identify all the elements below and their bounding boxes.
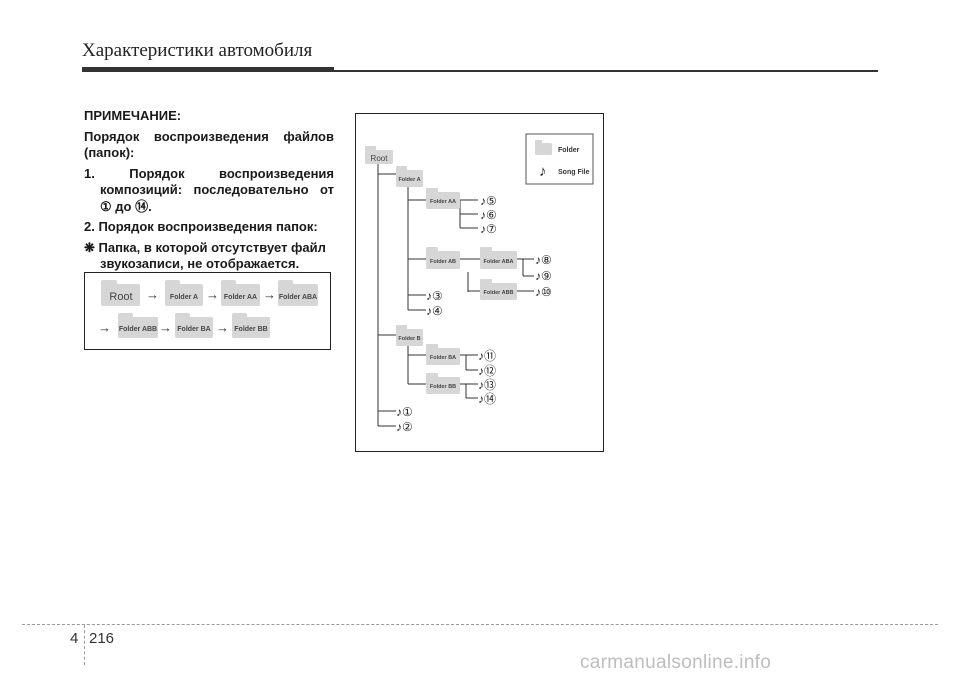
- seq-arrow-6: →: [216, 320, 229, 335]
- seq-folder-aa-label: Folder AA: [224, 294, 257, 301]
- tree-songs: ♪① ♪② ♪③ ♪④ ♪⑤ ♪⑥ ♪⑦ ♪⑧ ♪⑨ ♪⑩ ♪⑪ ♪⑫ ♪⑬ ♪…: [396, 194, 552, 434]
- tree-song-6: ♪⑥: [480, 208, 497, 222]
- seq-arrow-2: →: [206, 287, 219, 302]
- footer-page-number: 216: [89, 630, 115, 647]
- tree-folder-bb-label: Folder BB: [430, 384, 456, 390]
- tree-folder-root: Root: [365, 146, 393, 164]
- note-asterisk-line-b: звукозаписи, не отображается.: [100, 256, 300, 271]
- tree-song-13: ♪⑬: [478, 378, 496, 392]
- folder-sequence-diagram: Root → Folder A → Folder AA → Folder ABA…: [84, 272, 331, 350]
- tree-song-2: ♪②: [396, 420, 413, 434]
- tree-song-8: ♪⑧: [535, 253, 552, 267]
- seq-arrow-5: →: [159, 320, 172, 335]
- tree-song-9: ♪⑨: [535, 269, 552, 283]
- tree-song-4: ♪④: [426, 304, 443, 318]
- header-rule-thick: [82, 67, 334, 72]
- note-item-1-line-b: композиций: последовательно от: [100, 182, 334, 197]
- seq-folder-ba-label: Folder BA: [177, 326, 210, 333]
- tree-song-12: ♪⑫: [478, 364, 496, 378]
- seq-arrow-3: →: [263, 287, 276, 302]
- note-asterisk: ❋ Папка, в которой отсутствует файл звук…: [84, 240, 334, 273]
- watermark-text: carmanualsonline.info: [580, 652, 772, 673]
- tree-folder-ab: Folder AB: [426, 247, 460, 269]
- tree-song-3: ♪③: [426, 289, 443, 303]
- seq-folder-aa: Folder AA: [221, 280, 260, 306]
- note-item-1: 1. Порядок воспроизведения композиций: п…: [84, 166, 334, 216]
- tree-folder-ba: Folder BA: [426, 344, 460, 365]
- seq-folder-bb: Folder BB: [232, 313, 270, 338]
- seq-folder-abb: Folder ABB: [118, 313, 158, 338]
- seq-folder-ba: Folder BA: [175, 313, 213, 338]
- tree-folder-aba-label: Folder ABA: [483, 259, 513, 265]
- folder-tree-svg: Folder ♪ Song File: [365, 133, 594, 434]
- seq-arrow-4: →: [98, 320, 111, 335]
- tree-song-5: ♪⑤: [480, 194, 497, 208]
- tree-folder-ba-label: Folder BA: [430, 355, 456, 361]
- tree-song-11: ♪⑪: [478, 349, 496, 363]
- tree-folder-ab-label: Folder AB: [430, 259, 456, 265]
- legend-song-icon: ♪: [539, 163, 547, 180]
- tree-folder-root-label: Root: [371, 154, 389, 163]
- note-block: ПРИМЕЧАНИЕ: Порядок воспроизведения файл…: [84, 108, 334, 273]
- note-asterisk-line-a: ❋ Папка, в которой отсутствует файл: [84, 239, 326, 255]
- tree-folder-aa-label: Folder AA: [430, 199, 456, 205]
- seq-folder-a: Folder A: [165, 280, 203, 306]
- seq-folder-a-label: Folder A: [170, 294, 198, 301]
- footer-dotted-rule: [22, 624, 938, 625]
- seq-folder-abb-label: Folder ABB: [119, 326, 157, 333]
- tree-song-10: ♪⑩: [535, 285, 552, 299]
- legend-folder-label: Folder: [558, 147, 580, 154]
- page-header-title: Характеристики автомобиля: [82, 40, 313, 61]
- tree-folder-b: Folder B: [396, 325, 423, 346]
- seq-folder-aba: Folder ABA: [278, 280, 318, 306]
- legend-folder-icon: [535, 143, 552, 155]
- note-item-1-line-c: ① до ⑭.: [100, 198, 152, 214]
- tree-folder-bb: Folder BB: [426, 373, 460, 394]
- legend-song-label: Song File: [558, 169, 590, 176]
- tree-folder-a-label: Folder A: [398, 177, 420, 183]
- seq-folder-root: Root: [101, 280, 140, 306]
- tree-legend: Folder ♪ Song File: [525, 133, 594, 185]
- tree-song-14: ♪⑭: [478, 392, 496, 406]
- tree-song-7: ♪⑦: [480, 222, 497, 236]
- note-heading: ПРИМЕЧАНИЕ:: [84, 108, 182, 123]
- note-item-2: 2. Порядок воспроизведения папок:: [84, 219, 318, 234]
- seq-folder-aba-label: Folder ABA: [279, 294, 317, 301]
- footer-chapter-number: 4: [70, 630, 79, 647]
- tree-folder-aba: Folder ABA: [480, 247, 517, 269]
- seq-folder-bb-label: Folder BB: [234, 326, 267, 333]
- tree-folder-b-label: Folder B: [398, 336, 420, 342]
- tree-folder-abb: Folder ABB: [480, 279, 517, 300]
- seq-folder-root-label: Root: [109, 291, 132, 303]
- footer-dotted-divider: [84, 625, 85, 665]
- tree-folder-aa: Folder AA: [426, 188, 460, 209]
- tree-song-1: ♪①: [396, 405, 413, 419]
- note-item-1-line-a: 1. Порядок воспроизведения: [84, 165, 334, 181]
- seq-arrow-1: →: [146, 287, 159, 302]
- folder-tree-diagram: Folder ♪ Song File: [355, 113, 604, 452]
- tree-folder-a: Folder A: [396, 166, 423, 187]
- note-intro: Порядок воспроизведения файлов (папок):: [84, 128, 334, 161]
- header-rule-thin: [334, 70, 878, 72]
- folder-sequence-svg: Root → Folder A → Folder AA → Folder ABA…: [98, 280, 318, 338]
- tree-connectors: [377, 164, 534, 427]
- tree-folder-abb-label: Folder ABB: [483, 290, 513, 296]
